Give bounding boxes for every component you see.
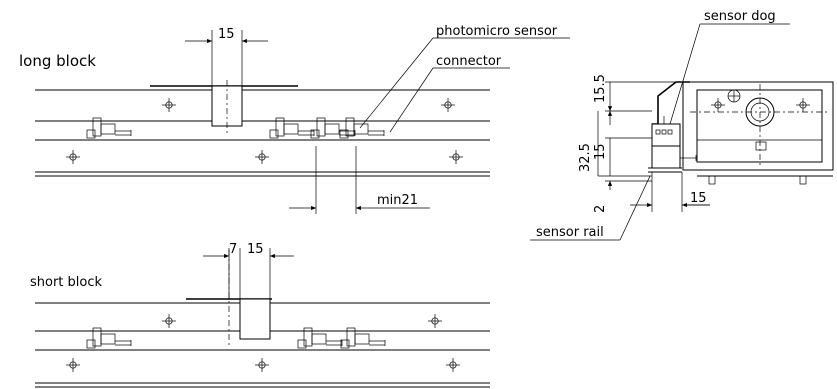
dim-top: 15.5 [593,74,608,103]
dim-b: 15 [247,242,264,257]
long-block-view: long block 15 min21 [19,24,570,214]
label-sensor-dog: sensor dog [704,9,776,24]
long-block-body [211,85,243,127]
dim-min-spacing: min21 [377,193,418,208]
end-view: 15.5 32.5 15 2 15 sensor dog sensor rail [530,9,834,241]
short-block-view: short block 7 15 [30,242,490,388]
long-block-title: long block [19,52,96,70]
label-connector: connector [436,54,502,69]
label-sensor-rail: sensor rail [536,225,604,240]
short-block-title: short block [30,275,103,290]
dim-width: 15 [690,191,707,206]
dim-total: 32.5 [578,143,593,172]
dim-a: 7 [229,242,237,257]
dim-bottom: 2 [593,205,608,213]
dim-mid: 15 [593,143,608,160]
label-photomicro-sensor: photomicro sensor [436,24,558,39]
dim-block-width: 15 [218,27,235,42]
short-block-body [239,298,271,340]
